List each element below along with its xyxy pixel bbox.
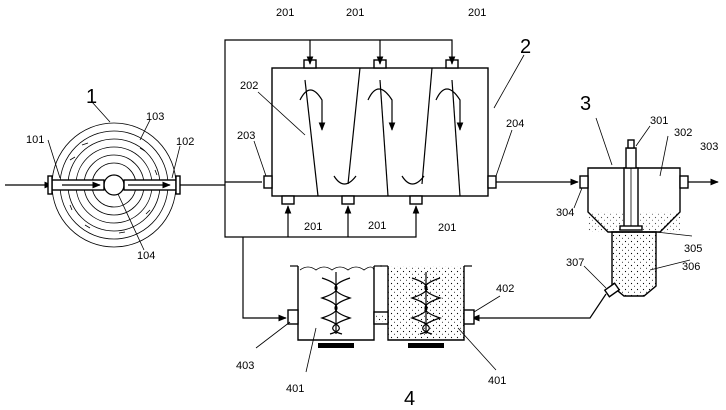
label-201-top-2: 201 [346,7,364,19]
label-401-b: 401 [488,375,506,387]
label-102: 102 [176,136,194,148]
label-303: 303 [700,141,718,153]
label-401-a: 401 [286,383,304,395]
label-402: 402 [496,283,514,295]
settler-hopper [611,231,657,297]
label-203: 203 [237,130,255,142]
label-307: 307 [566,257,584,269]
label-unit-4: 4 [404,388,415,410]
label-unit-2: 2 [520,36,531,58]
label-201-top-3: 201 [468,7,486,19]
label-305: 305 [684,243,702,255]
label-306: 306 [682,261,700,273]
label-104: 104 [137,250,155,262]
stirred-tanks [242,237,501,373]
label-301: 301 [650,115,668,127]
baffled-tank [224,39,579,238]
label-101: 101 [26,134,44,146]
label-403: 403 [236,360,254,372]
label-202: 202 [240,80,258,92]
label-201-bot-3: 201 [438,222,456,234]
label-201-bot-1: 201 [304,221,322,233]
label-302: 302 [674,127,692,139]
label-unit-1: 1 [86,86,97,108]
settler [471,117,719,322]
label-304: 304 [556,207,574,219]
port-203 [263,175,273,189]
label-103: 103 [146,111,164,123]
label-unit-3: 3 [580,93,591,115]
spiral-reactor [5,101,225,251]
label-201-bot-2: 201 [368,220,386,232]
port-204 [487,175,497,189]
label-201-top-1: 201 [276,7,294,19]
label-204: 204 [506,118,524,130]
